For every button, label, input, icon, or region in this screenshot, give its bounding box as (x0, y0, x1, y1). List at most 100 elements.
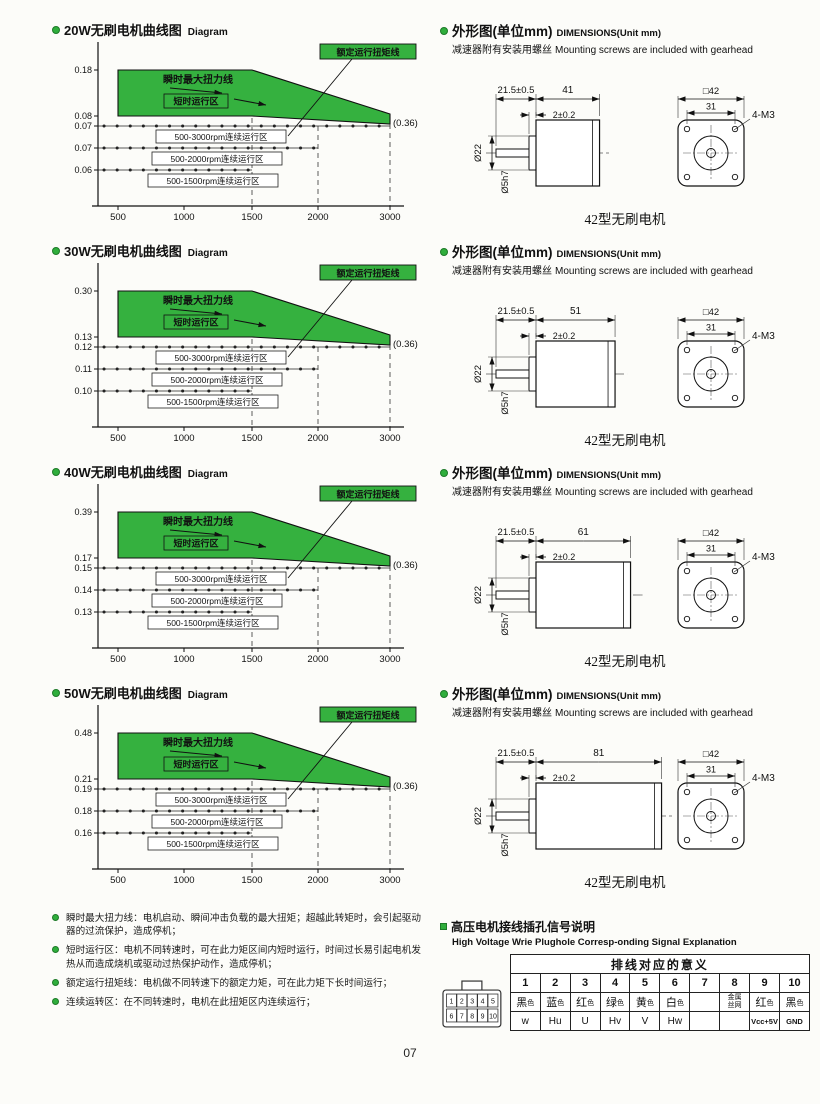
pilot-boss (528, 577, 537, 613)
y-tick-label: 0.14 (74, 585, 92, 595)
y-tick-label: 0.07 (74, 143, 92, 153)
pin-number-cell: 2 (539, 973, 571, 993)
arrow-head (496, 317, 504, 323)
signal-cell: w (509, 1011, 541, 1031)
y-tick-label: 0.21 (74, 774, 92, 784)
y-tick-label: 0.15 (74, 563, 92, 573)
arrow-head (528, 96, 536, 102)
continuous-zone-label: 500-1500rpm连续运行区 (166, 618, 260, 628)
arrow-head (536, 96, 544, 102)
rated-line-label: 额定运行扭矩线 (336, 709, 399, 720)
mounting-hole (683, 615, 691, 623)
motor-shaft (495, 590, 530, 600)
dim-header-cn: 外形图(单位mm) (452, 245, 553, 260)
pilot-boss (528, 356, 537, 392)
dim-note-cn: 减速器附有安装用螺丝 (452, 45, 552, 56)
arrow-head (736, 538, 744, 544)
leader-line (733, 339, 751, 352)
arrow-head (258, 543, 266, 549)
boss-diameter-dim: Ø22 (473, 365, 484, 383)
connector-pin-number: 1 (450, 999, 454, 1006)
mounting-hole (731, 394, 739, 402)
rated-line-tag-box (319, 264, 417, 281)
note-bullet-icon (52, 946, 59, 954)
chart-title-en: Diagram (187, 27, 228, 38)
arrow-head (489, 604, 495, 612)
wire-color-sub: 色 (527, 1000, 535, 1007)
x-tick-label: 1000 (173, 654, 194, 665)
operating-zone-band (117, 732, 391, 788)
y-tick-label: 0.18 (74, 806, 92, 816)
mount-holes-dim: 4-M3 (752, 110, 775, 121)
leader-line (733, 118, 751, 131)
short-zone-label: 短时运行区 (173, 759, 218, 770)
body-length-dim: 61 (578, 527, 590, 538)
y-tick-label: 0.39 (74, 507, 92, 517)
continuous-zone-label-box (151, 372, 283, 387)
connector-pin-number: 2 (460, 999, 464, 1006)
wire-color-cell: 黄色 (629, 992, 661, 1012)
wire-color-sub: 色 (646, 1000, 654, 1007)
arrow-head (536, 112, 544, 118)
arrow-head (528, 759, 536, 765)
arrow-line (169, 308, 223, 315)
boss-diameter-dim: Ø22 (473, 586, 484, 604)
shaft-diameter-dim: Ø5h7 (500, 833, 511, 856)
shaft-length-dim: 21.5±0.5 (498, 306, 535, 317)
arrow-head (727, 773, 735, 779)
body-length-dim: 51 (570, 306, 582, 317)
connector-pin-number: 9 (481, 1013, 485, 1020)
torque-annotation: (0.36) (393, 118, 418, 129)
dim-header-cn: 外形图(单位mm) (452, 687, 553, 702)
arrow-head (536, 333, 544, 339)
arrow-head (536, 775, 544, 781)
section-bullet-icon (52, 26, 60, 34)
arrow-head (678, 96, 686, 102)
rated-line-tag-box (319, 43, 417, 60)
continuous-zone-label-box (147, 173, 279, 188)
leader-line (733, 560, 751, 573)
continuous-zone-label-box (155, 792, 287, 807)
arrow-head (258, 322, 266, 328)
mounting-hole (683, 788, 691, 796)
dim-note-en: Mounting screws are included with gearhe… (555, 487, 753, 498)
x-tick-label: 1500 (241, 654, 262, 665)
torque-curve-chart: 500-3000rpm连续运行区500-2000rpm连续运行区500-1500… (74, 263, 418, 444)
motor-shaft (495, 148, 530, 158)
signal-cell (719, 1011, 751, 1031)
torque-annotation: (0.36) (393, 781, 418, 792)
x-tick-label: 1500 (241, 433, 262, 444)
pilot-boss-circle (693, 135, 729, 171)
dimension-section-header: 外形图(单位mm)DIMENSIONS(Unit mm) (440, 241, 810, 261)
motor-body (535, 561, 632, 629)
arrow-head (489, 357, 495, 365)
continuous-zone-label-box (147, 394, 279, 409)
x-tick-label: 3000 (379, 875, 400, 886)
drawing-caption: 42型无刷电机 (585, 654, 666, 669)
connector-pin-number: 4 (481, 999, 485, 1006)
rated-line-leader (287, 500, 353, 579)
dim-header-cn: 外形图(单位mm) (452, 24, 553, 39)
chart-title: 20W无刷电机曲线图 (64, 23, 182, 38)
mounting-hole (683, 125, 691, 133)
pilot-boss-circle (693, 577, 729, 613)
mount-holes-dim: 4-M3 (752, 552, 775, 563)
signal-cell: Hu (539, 1011, 571, 1031)
mounting-hole (731, 836, 739, 844)
arrow-head (536, 538, 544, 544)
continuous-zone-label-box (147, 615, 279, 630)
shaft-length-dim: 21.5±0.5 (498, 748, 535, 759)
y-tick-label: 0.19 (74, 784, 92, 794)
arrow-head (678, 759, 686, 765)
short-zone-box (163, 535, 229, 551)
wiring-title-en: High Voltage Wrie Plughole Corresp-ondin… (452, 937, 737, 948)
connector-pin-number: 10 (489, 1013, 497, 1020)
chart-section-header: 20W无刷电机曲线图 Diagram (52, 20, 438, 38)
arrow-head (727, 110, 735, 116)
